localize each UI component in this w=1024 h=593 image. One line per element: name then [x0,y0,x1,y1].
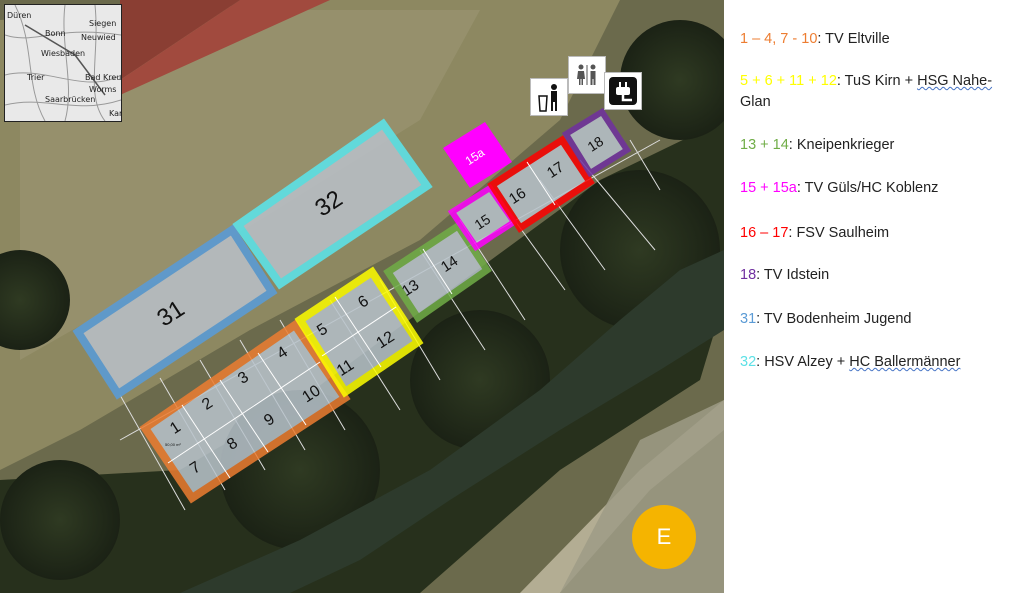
field-label: 11 [334,357,357,380]
legend-team: : TuS Kirn + [836,73,918,89]
inset-town: Siegen [89,19,117,28]
legend-item: 16 – 17: FSV Saulheim [740,224,889,243]
legend-team: : Kneipenkrieger [788,137,895,153]
legend-team: Glan [740,94,771,110]
inset-town: Bad Kreuz [85,73,122,82]
field-block-orange: 1 2 3 4 7 8 9 10 [139,319,351,504]
scale-note: 50,00 m² [165,442,181,447]
legend-numbers: 32 [740,354,757,370]
tree-cluster [0,460,120,580]
inset-town: Neuwied [81,33,116,42]
legend-item: 32: HSV Alzey + HC Ballermänner [740,353,960,372]
legend-item: 18: TV Idstein [740,266,829,285]
legend-numbers: 15 + 15a [740,180,797,196]
legend-item: 1 – 4, 7 - 10: TV Eltville [740,30,890,49]
map-canvas: 31 32 1 2 3 4 7 8 9 10 [0,0,724,593]
inset-town: Worms [89,85,117,94]
trash-icon [530,78,568,116]
legend-numbers: 31 [740,311,757,327]
legend-team: : FSV Saulheim [788,225,890,241]
restroom-icon [568,56,606,94]
field-label: 17 [544,159,567,182]
legend-numbers: 1 – 4, 7 - 10 [740,31,818,47]
legend-item-continuation: Glan [740,93,771,112]
legend-team: : TV Bodenheim Jugend [756,311,912,327]
tree-cluster [0,250,70,350]
legend-team-underlined: HC Ballermänner [849,354,961,370]
river [180,250,724,593]
legend-team: : TV Eltville [817,31,890,47]
badge-label: E [656,524,672,549]
area-badge: E [632,505,696,569]
satellite-map: 31 32 1 2 3 4 7 8 9 10 [0,0,724,593]
field-label: 13 [399,277,422,300]
inset-town: Karl [109,109,122,118]
inset-town: Düren [7,11,32,20]
field-block-green: 13 14 [383,221,492,323]
field-label: 14 [438,253,461,276]
legend-item: 13 + 14: Kneipenkrieger [740,136,894,155]
power-plug-icon [604,72,642,110]
inset-town: Wiesbaden [41,49,86,58]
field-15a: 15a [443,122,512,188]
inset-roads [5,5,121,121]
field-32: 32 [232,118,433,290]
legend-item: 31: TV Bodenheim Jugend [740,310,911,329]
legend-numbers: 16 – 17 [740,225,789,241]
inset-town: Trier [27,73,45,82]
legend-item: 15 + 15a: TV Güls/HC Koblenz [740,179,938,198]
legend-team: : TV Idstein [756,267,830,283]
inset-town: Saarbrücken [45,95,96,104]
legend-team-underlined: HSG Nahe- [917,73,993,89]
legend-team: : HSV Alzey + [756,354,850,370]
field-label: 15 [471,211,493,233]
running-track-lane [120,0,330,95]
legend-numbers: 5 + 6 + 11 + 12 [740,73,837,89]
inset-locator-map: Siegen Bonn Neuwied Wiesbaden Trier Bad … [4,4,122,122]
legend-team: : TV Güls/HC Koblenz [796,180,939,196]
legend-numbers: 18 [740,267,757,283]
field-18: 18 [561,107,632,178]
field-31: 31 [72,224,278,400]
field-label: 16 [506,185,529,208]
legend-item: 5 + 6 + 11 + 12: TuS Kirn + HSG Nahe- [740,72,992,91]
grass-patch [20,10,480,360]
field-label: 18 [584,133,606,155]
field-block-red: 16 17 [487,135,595,233]
field-block-yellow: 5 6 11 12 [294,266,424,398]
legend-numbers: 13 + 14 [740,137,789,153]
tree-cluster [620,20,724,140]
inset-town: Bonn [45,29,66,38]
